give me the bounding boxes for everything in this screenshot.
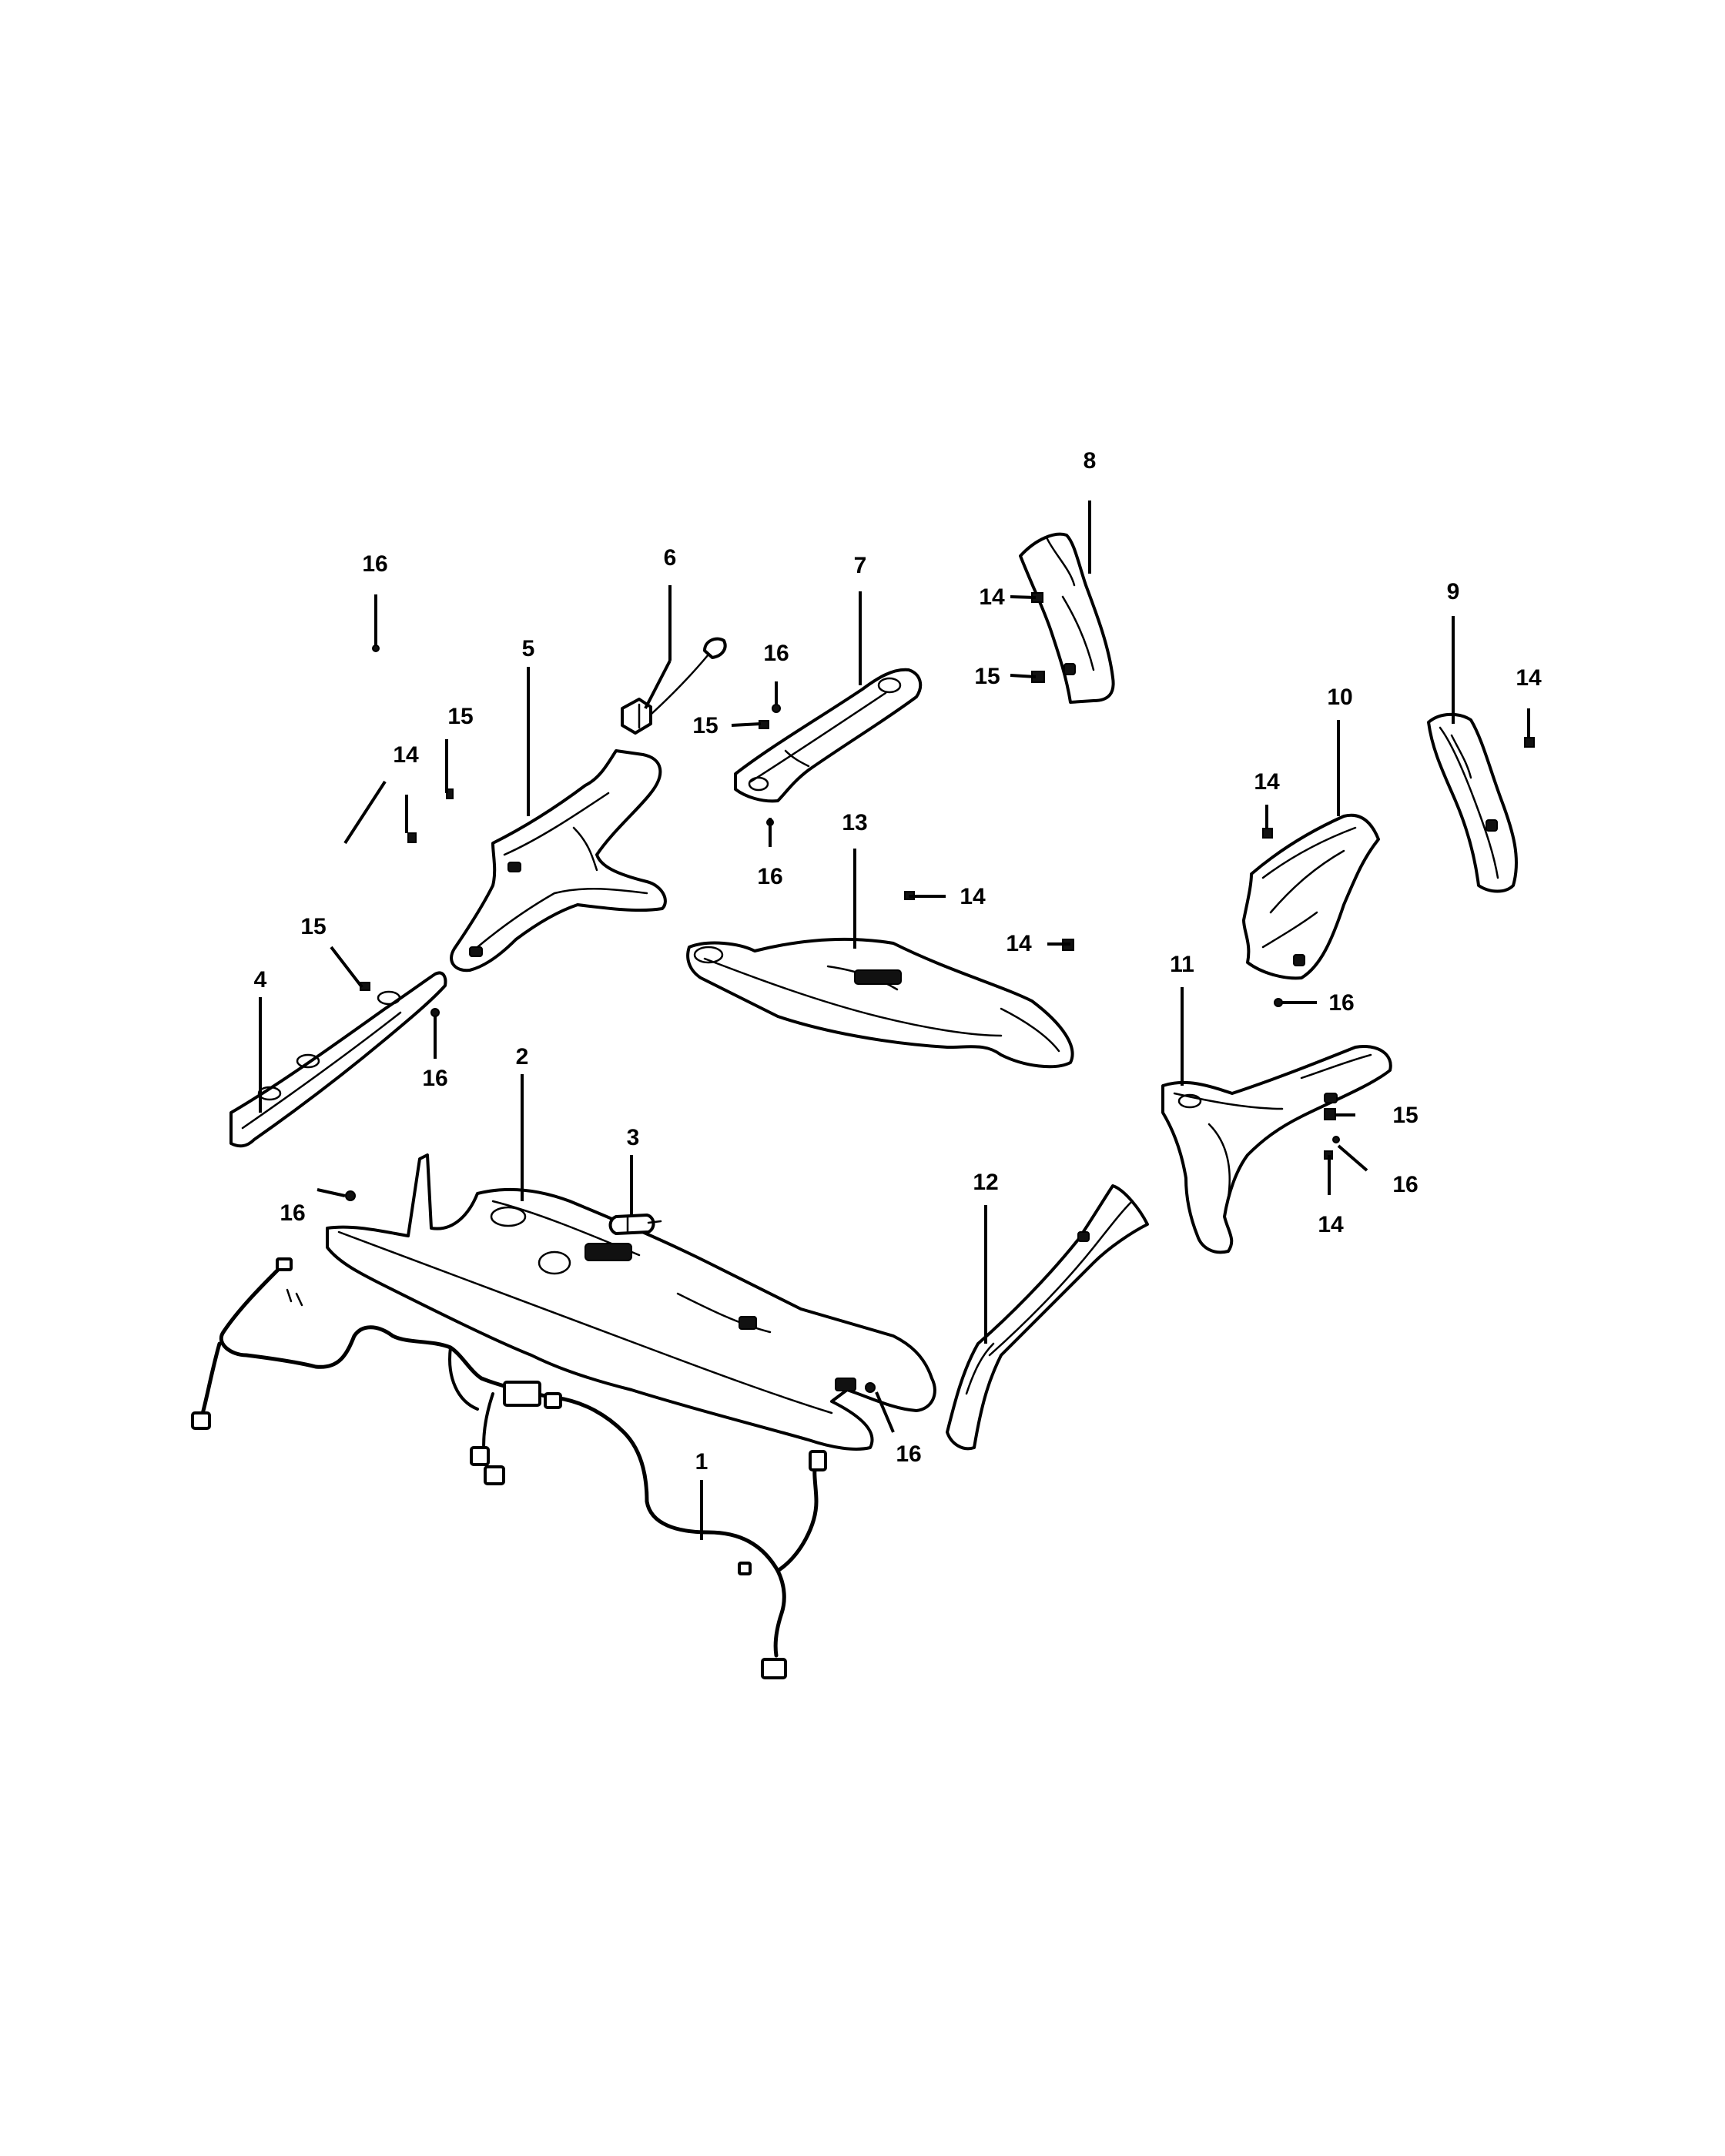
part-5-quarter-trim [450, 749, 667, 973]
callout-16-a: 16 [362, 551, 387, 577]
callout-15-a: 15 [447, 704, 473, 729]
callout-15-d: 15 [300, 914, 326, 939]
part-11-quarter-trim [1161, 1045, 1392, 1254]
callout-1: 1 [695, 1449, 708, 1475]
callout-15-b: 15 [974, 664, 1000, 689]
callout-5: 5 [522, 636, 535, 661]
callout-4: 4 [254, 967, 267, 993]
callout-14-f: 14 [1254, 769, 1280, 795]
callout-13: 13 [842, 810, 867, 835]
callout-14-e: 14 [1516, 665, 1542, 691]
callout-16-e: 16 [1328, 990, 1354, 1016]
callout-14-c: 14 [960, 884, 986, 909]
part-8-pillar-trim-upper [1019, 532, 1115, 704]
callout-15-e: 15 [1392, 1103, 1418, 1128]
part-4-rail-trim [229, 971, 447, 1148]
part-1-wiring-harness [191, 1257, 827, 1679]
callout-7: 7 [854, 553, 867, 578]
callout-11: 11 [1170, 952, 1194, 977]
part-12-rail-trim [946, 1184, 1149, 1451]
callout-10: 10 [1327, 685, 1352, 710]
callout-16-d: 16 [422, 1066, 447, 1091]
part-13-header-panel [686, 937, 1074, 1069]
callout-14-a: 14 [393, 742, 419, 768]
callout-14-d: 14 [1006, 931, 1032, 956]
callout-14-b: 14 [979, 584, 1005, 610]
callout-14-g: 14 [1318, 1212, 1344, 1237]
callout-16-b: 16 [763, 641, 789, 666]
callout-16-c: 16 [757, 864, 782, 889]
callout-16-h: 16 [896, 1441, 921, 1467]
callout-3: 3 [627, 1125, 640, 1150]
part-10-pillar-trim [1242, 813, 1380, 980]
part-9-pillar-trim [1427, 712, 1519, 893]
callout-2: 2 [516, 1044, 529, 1070]
callout-16-g: 16 [280, 1200, 305, 1226]
fasteners [345, 592, 1535, 1393]
callout-15-c: 15 [692, 713, 718, 738]
callout-8: 8 [1084, 448, 1097, 474]
callout-9: 9 [1447, 579, 1460, 604]
callout-12: 12 [973, 1170, 998, 1195]
part-2-lower-trim-panel [326, 1153, 936, 1451]
callout-6: 6 [664, 545, 677, 571]
part-6-switch [621, 637, 727, 735]
leader-lines [259, 500, 1530, 1540]
callout-16-f: 16 [1392, 1172, 1418, 1197]
part-7-rail-trim [734, 668, 923, 803]
part-3-actuator [608, 1214, 662, 1235]
callout-labels: 1 2 3 4 5 6 7 8 9 10 11 12 13 14 14 14 1… [254, 448, 1542, 1475]
